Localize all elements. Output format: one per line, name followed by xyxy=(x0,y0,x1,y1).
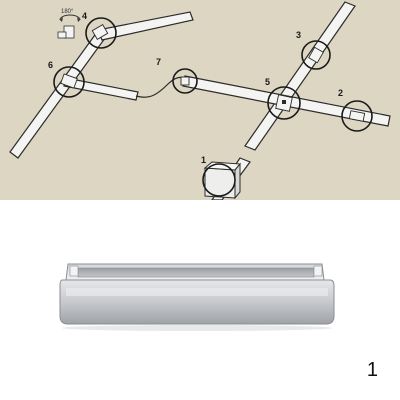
t-connector-left xyxy=(60,73,78,89)
corner-connector xyxy=(91,24,109,40)
callout-circle-1 xyxy=(202,163,236,197)
callout-circle-5 xyxy=(267,86,301,120)
straight-connector xyxy=(308,46,324,64)
callout-label-4: 4 xyxy=(82,11,87,21)
callout-circle-6 xyxy=(53,66,85,98)
callout-circle-3 xyxy=(301,40,331,70)
callout-label-6: 6 xyxy=(48,60,53,70)
callout-label-3: 3 xyxy=(296,30,301,40)
callout-label-5: 5 xyxy=(265,77,270,87)
callout-label-7: 7 xyxy=(156,57,161,67)
track-layout-illustration: 180° 4 6 7 xyxy=(0,0,400,200)
end-cap xyxy=(348,110,366,122)
callout-label-2: 2 xyxy=(338,88,343,98)
silver-connector xyxy=(59,263,335,331)
callout-circle-4 xyxy=(85,17,117,49)
part-number-label: 1 xyxy=(366,359,378,381)
rotation-icon: 180° xyxy=(57,9,81,39)
rotation-label: 180° xyxy=(61,9,74,15)
callout-label-1: 1 xyxy=(201,155,206,165)
callout-circle-2 xyxy=(341,100,373,132)
installation-diagram: 180° 4 6 7 xyxy=(0,0,400,200)
cross-connector-center xyxy=(282,100,286,104)
connector-product-image xyxy=(59,263,335,331)
flex-connector xyxy=(180,76,190,86)
callout-circle-7 xyxy=(172,68,198,94)
product-photo-panel: 1 xyxy=(0,200,400,400)
